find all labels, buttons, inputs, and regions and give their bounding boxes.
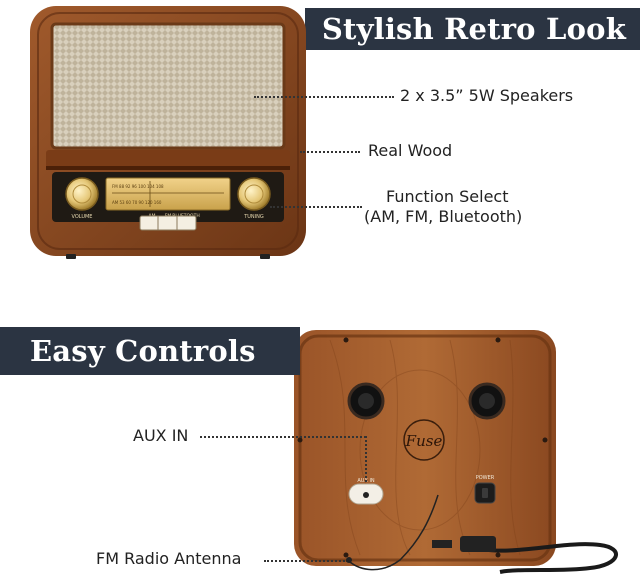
tuning-dial: [105, 177, 231, 211]
volume-label: VOLUME: [72, 214, 93, 220]
power-cord: [469, 542, 618, 574]
speakers-leader: [254, 96, 394, 98]
wood-callout: Real Wood: [368, 141, 453, 160]
tuning-knob: [237, 177, 271, 211]
aux-leader-horizontal: [200, 436, 366, 438]
antenna-callout: FM Radio Antenna: [96, 549, 242, 568]
section-banner-easy-controls: Easy Controls: [0, 327, 300, 375]
volume-knob: [65, 177, 99, 211]
svg-text:AM 53 60 70 90 120 160: AM 53 60 70 90 120 160: [112, 200, 162, 205]
speakers-callout: 2 x 3.5” 5W Speakers: [400, 86, 574, 105]
banner-title: Stylish Retro Look: [321, 12, 626, 46]
logo-text: Fuse: [405, 432, 443, 450]
function-callout-line1: Function Select: [386, 187, 509, 206]
banner-title: Easy Controls: [30, 334, 256, 368]
aux-leader-vertical: [365, 436, 367, 482]
antenna-leader: [264, 560, 348, 562]
fuse-logo: [403, 419, 445, 461]
tuning-label: TUNING: [243, 214, 264, 220]
svg-text:FM 88 92 96 100 104 108: FM 88 92 96 100 104 108: [112, 184, 164, 189]
power-label: POWER: [476, 475, 495, 481]
function-leader: [270, 206, 362, 208]
aux-callout: AUX IN: [133, 426, 189, 445]
antenna-wire: [349, 494, 439, 571]
section-banner-stylish-retro-look: Stylish Retro Look: [305, 8, 640, 50]
function-selector: [139, 215, 197, 231]
wood-leader: [300, 151, 360, 153]
speaker-grille: [50, 22, 286, 150]
function-callout-line2: (AM, FM, Bluetooth): [364, 207, 523, 226]
antenna-leader-dot: [346, 557, 352, 563]
